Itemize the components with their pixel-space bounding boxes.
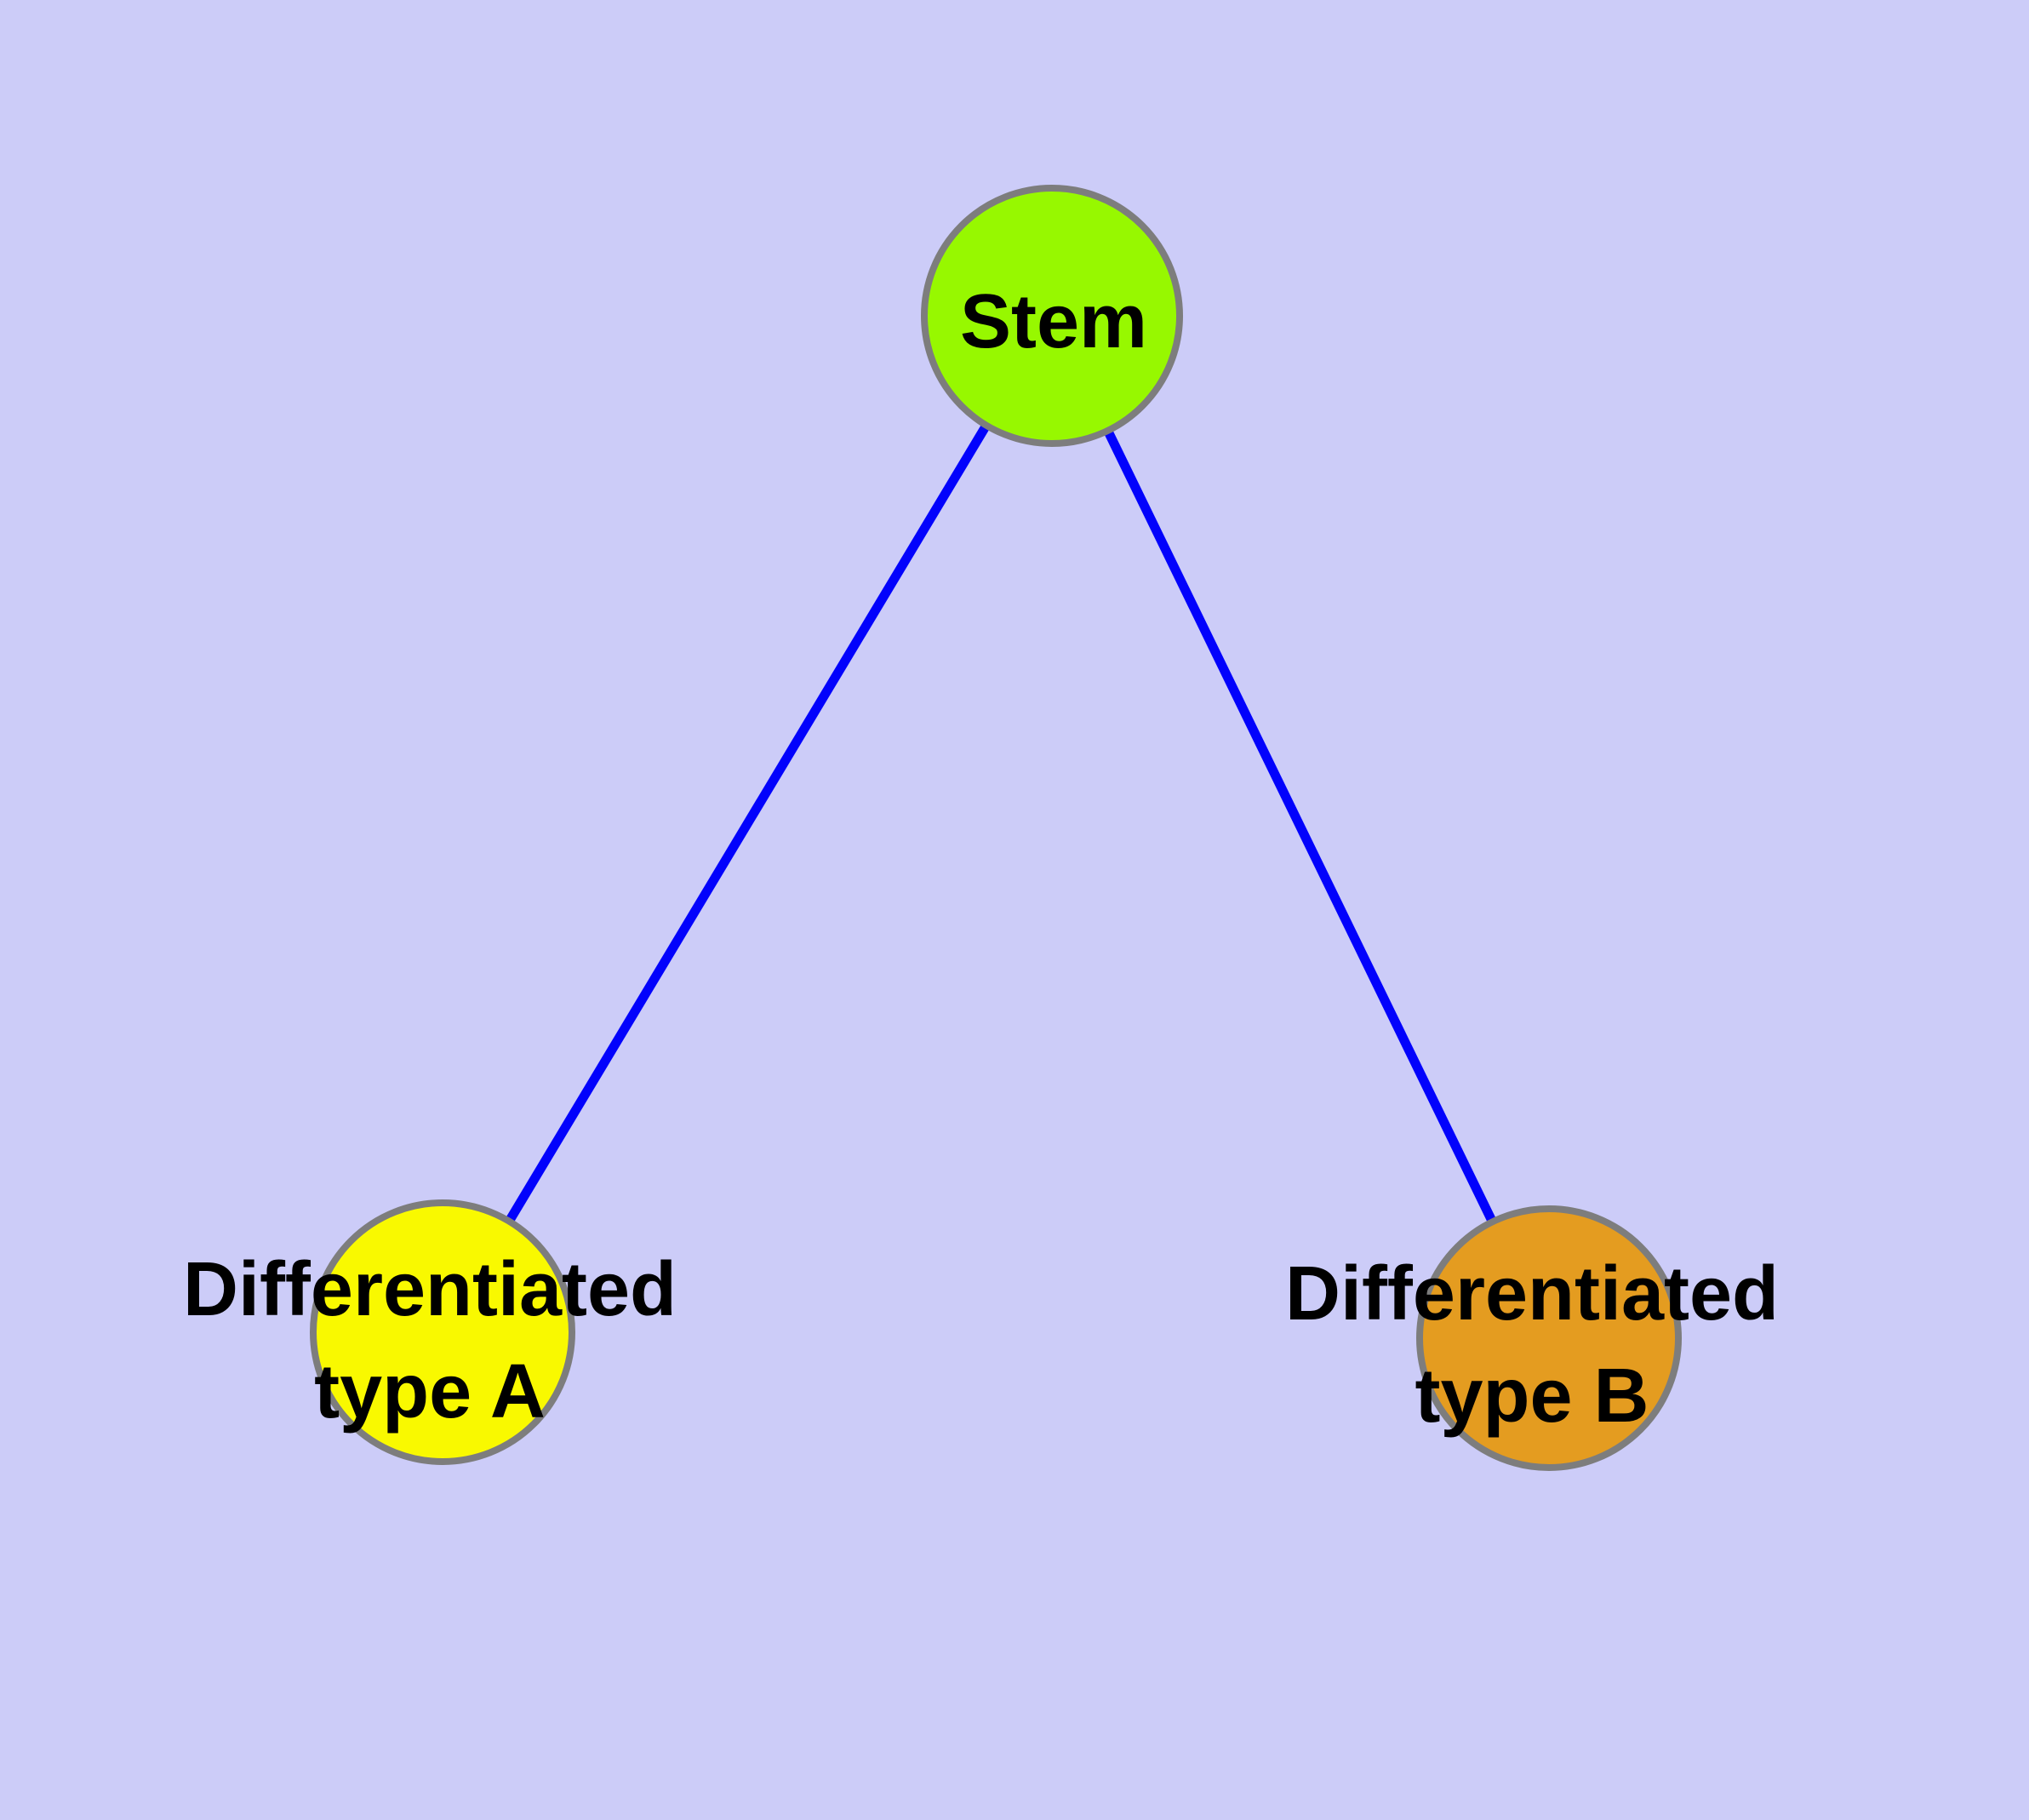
node-type-a: Differentiated type A xyxy=(183,1199,677,1465)
node-stem-circle xyxy=(921,185,1183,447)
node-type-b: Differentiated type B xyxy=(1285,1205,1779,1471)
edge-stem-to-type-b xyxy=(1048,313,1553,1341)
node-type-b-circle xyxy=(1416,1205,1682,1471)
node-type-b-label-line2: type B xyxy=(1415,1354,1649,1439)
node-type-b-label-line1: Differentiated xyxy=(1285,1251,1779,1336)
node-stem-label: Stem xyxy=(960,279,1147,364)
node-stem: Stem xyxy=(921,185,1183,447)
edge-stem-to-type-a xyxy=(438,313,1056,1335)
node-type-a-circle xyxy=(310,1199,575,1465)
node-type-a-label-line2: type A xyxy=(314,1349,546,1434)
node-type-a-label-line1: Differentiated xyxy=(183,1247,677,1332)
